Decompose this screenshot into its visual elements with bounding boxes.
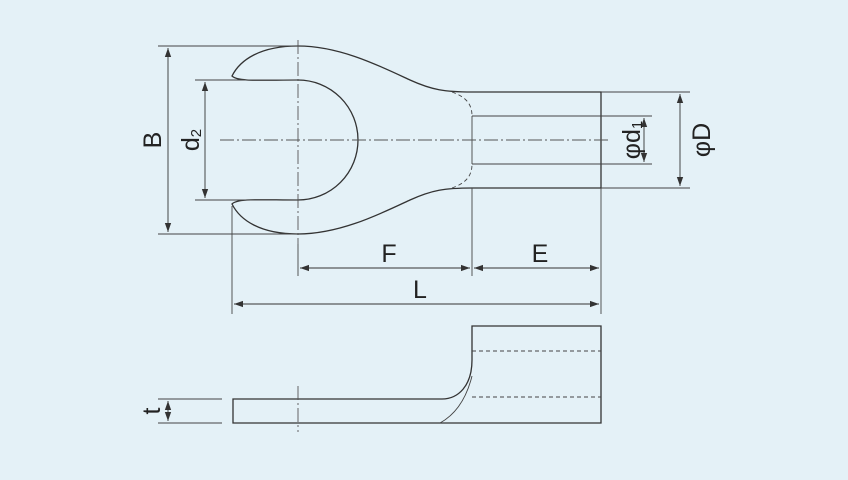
dimension-B: B	[139, 45, 298, 235]
label-L: L	[413, 276, 427, 304]
side-view	[232, 325, 602, 432]
side-outline	[232, 325, 602, 424]
label-phi-d1: φd1	[618, 121, 646, 159]
barrel-hidden-lower	[451, 163, 473, 189]
dimension-d2: d2	[177, 79, 298, 201]
label-E: E	[532, 240, 549, 268]
dimension-F-E-L: F E L	[231, 188, 602, 314]
dimension-t: t	[138, 398, 222, 424]
dimension-phi-D: φD	[601, 91, 716, 189]
dimension-phi-d1: φd1	[601, 115, 652, 165]
barrel-hidden-upper	[451, 91, 473, 117]
label-B: B	[139, 132, 167, 149]
side-bend-hidden	[439, 375, 473, 424]
label-F: F	[381, 240, 396, 268]
label-d2: d2	[177, 129, 205, 151]
label-t: t	[138, 407, 166, 414]
top-view	[220, 40, 610, 244]
label-phi-D: φD	[688, 123, 716, 157]
